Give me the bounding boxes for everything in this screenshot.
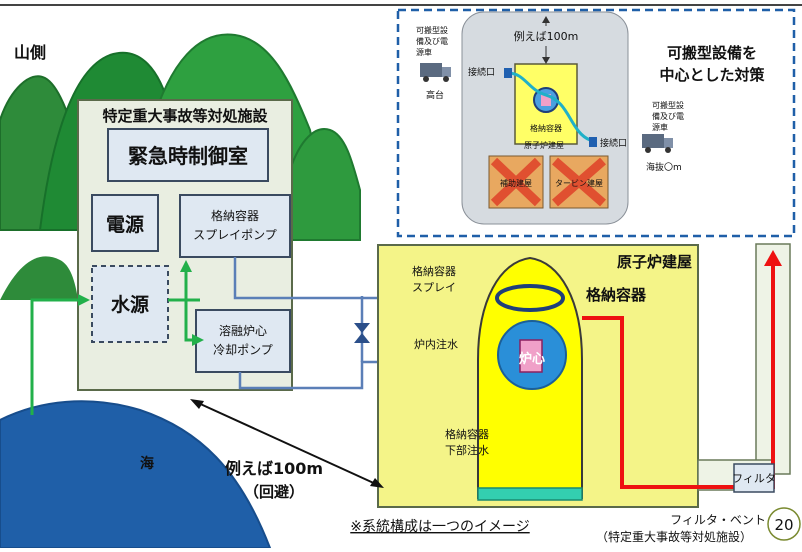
containment-vessel-label: 格納容器 <box>586 286 647 304</box>
power-box <box>91 194 159 252</box>
sea-label: 海 <box>140 455 154 472</box>
inset-reactor-building-label: 原子炉建屋 <box>524 140 564 150</box>
lower-pool <box>477 487 583 501</box>
power-label: 電源 <box>106 213 144 236</box>
inset-distance-label: 例えば100m <box>514 29 579 43</box>
distance-label: 例えば100m <box>225 459 323 478</box>
distance-arrow-right <box>370 478 384 488</box>
truck-icon-right <box>642 134 673 153</box>
lower-injection-label-line1: 格納容器 <box>445 427 489 441</box>
inset-portable-right-line1: 可搬型設 <box>652 100 684 110</box>
inset-portable-left-line1: 可搬型設 <box>416 25 448 35</box>
inset-connection-left-port <box>504 68 512 78</box>
filter-vent-label: フィルタ・ベント <box>670 513 766 527</box>
facility-title: 特定重大事故等対処施設 <box>102 107 268 125</box>
inset-title-line2: 中心とした対策 <box>659 66 765 84</box>
spray-pump-label-line1: 格納容器 <box>211 208 259 223</box>
core-icon <box>519 339 543 373</box>
inset-sea-level-label: 海抜〇m <box>646 161 682 173</box>
mountain-side-label: 山側 <box>14 43 46 62</box>
green-arrowheads <box>78 260 204 346</box>
spray-label-line1: 格納容器 <box>412 264 456 278</box>
inset-turbine-building-label: タービン建屋 <box>555 178 603 188</box>
inset-portable-left-line2: 備及び電 <box>416 36 448 46</box>
control-room-box <box>107 128 269 182</box>
inset-title-line1: 可搬型設備を <box>667 44 757 62</box>
valve-icon <box>354 323 370 343</box>
lower-injection-label-line2: 下部注水 <box>445 443 489 457</box>
page-number: 20 <box>774 516 793 534</box>
inset-portable-right-line3: 源車 <box>652 122 668 132</box>
inset-highland-label: 高台 <box>426 89 444 101</box>
inset-turbine-cross <box>552 157 606 207</box>
truck-icon-left <box>420 63 451 82</box>
inset-portable-right-line2: 備及び電 <box>652 111 684 121</box>
inset-hose <box>507 71 591 142</box>
vent-line <box>582 262 775 489</box>
inset-portable-left-line3: 源車 <box>416 47 432 57</box>
inset-connection-left-label: 接続口 <box>468 66 495 78</box>
vent-arrow <box>764 250 782 266</box>
melt-pump-label-line2: 冷却ポンプ <box>213 343 273 357</box>
core-label: 炉心 <box>519 351 545 367</box>
reactor-building-label: 原子炉建屋 <box>617 253 692 271</box>
inset-core <box>541 94 551 106</box>
page-number-circle <box>767 507 801 541</box>
inset-containment-label: 格納容器 <box>530 123 562 133</box>
spray-pump-box <box>179 194 291 258</box>
distance-arrow-left <box>190 399 204 409</box>
distance-line <box>195 401 379 486</box>
sea-area <box>0 400 272 549</box>
inset-aux-cross <box>490 157 542 207</box>
inset-aux-building-label: 補助建屋 <box>500 178 532 188</box>
melt-pump-label-line1: 溶融炉心 <box>219 323 267 338</box>
inset-connection-right-port <box>589 137 597 147</box>
spray-pump-label-line2: スプレイポンプ <box>193 228 277 242</box>
system-note: ※系統構成は一つのイメージ <box>350 519 529 535</box>
control-room-label: 緊急時制御室 <box>128 144 248 168</box>
spray-label-line2: スプレイ <box>412 281 456 294</box>
spray-ring <box>495 284 565 312</box>
distance-note: （回避） <box>244 483 304 501</box>
inset-connection-right-label: 接続口 <box>600 137 627 149</box>
filter-box <box>733 463 775 493</box>
core-injection-label: 炉内注水 <box>414 337 458 351</box>
filter-label: フィルタ <box>732 472 776 485</box>
water-source-label: 水源 <box>111 293 149 316</box>
melt-pump-box <box>195 309 291 373</box>
water-source-box <box>91 265 169 343</box>
filter-vent-sublabel: （特定重大事故等対処施設） <box>596 529 752 544</box>
